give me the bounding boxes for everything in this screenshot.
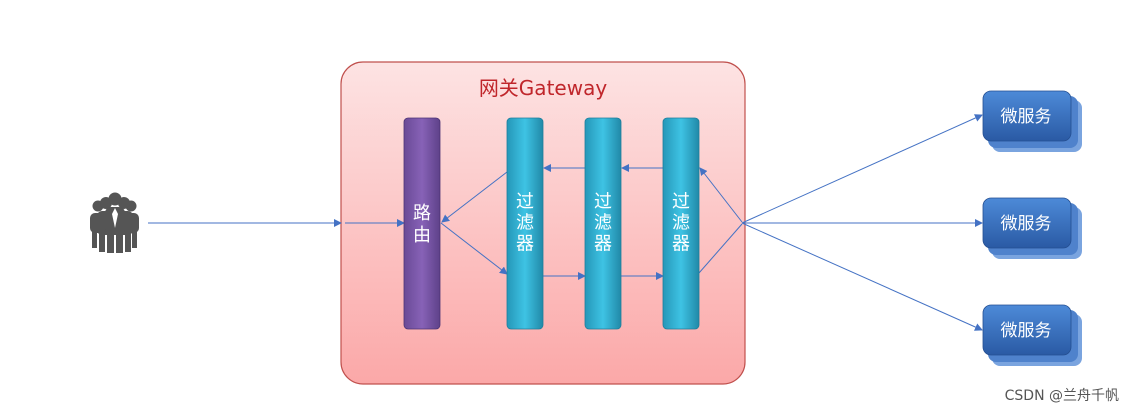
microservice-box-2: 微服务: [982, 197, 1082, 259]
arrow-route-to-filter1: [440, 222, 508, 275]
route-label: 路由: [413, 203, 431, 246]
microservice-label: 微服务: [1001, 107, 1052, 127]
microservice-box-1: 微服务: [982, 90, 1082, 152]
microservice-label: 微服务: [1001, 214, 1052, 234]
arrows: [148, 114, 983, 331]
filter-label: 过滤器: [672, 192, 690, 255]
filter-column-2: 过滤器: [584, 117, 622, 330]
arrow-filter3-to-hub: [698, 223, 743, 274]
arrow-hub-to-service3: [741, 222, 983, 331]
watermark: CSDN @兰舟千帆: [1004, 388, 1119, 404]
filter-label: 过滤器: [594, 192, 612, 255]
arrow-filter1-to-route: [441, 171, 508, 223]
filter-label: 过滤器: [516, 192, 534, 255]
filter-column-3: 过滤器: [662, 117, 700, 330]
microservice-label: 微服务: [1001, 321, 1052, 341]
users-group-icon: [90, 192, 139, 253]
filter-column-1: 过滤器: [506, 117, 544, 330]
gateway-title: 网关Gateway: [479, 76, 608, 100]
route-column: 路由: [403, 117, 441, 330]
arrow-hub-to-service1: [741, 114, 983, 224]
arrow-hub-to-filter3: [699, 167, 743, 223]
microservice-box-3: 微服务: [982, 304, 1082, 366]
